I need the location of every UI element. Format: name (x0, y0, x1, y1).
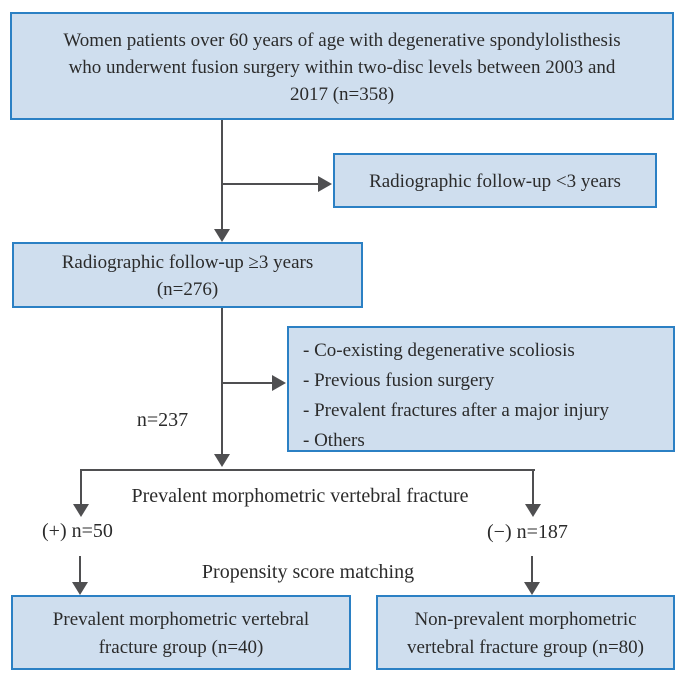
arrowhead-down-icon (214, 229, 230, 242)
arrow-line-to-excluded-followup (222, 183, 319, 185)
box-line: who underwent fusion surgery within two-… (68, 57, 616, 78)
split-branch-line (81, 469, 535, 471)
label-n237: n=237 (136, 409, 189, 431)
arrowhead-down-icon (525, 504, 541, 517)
arrow-line-to-exclusions (222, 382, 273, 384)
box-line: (n=276) (156, 279, 219, 300)
arrow-line-followup-to-split (221, 308, 223, 455)
box-exclusions: - Co-existing degenerative scoliosis - P… (287, 326, 675, 452)
arrowhead-down-icon (524, 582, 540, 595)
box-nonprevalent-group: Non-prevalent morphometric vertebral fra… (376, 595, 675, 670)
box-line: - Co-existing degenerative scoliosis (303, 340, 575, 361)
box-line: fracture group (n=40) (98, 637, 264, 658)
branch-left-line (80, 469, 82, 505)
box-study-population: Women patients over 60 years of age with… (10, 12, 674, 120)
label-minus-n187: (−) n=187 (487, 521, 568, 543)
box-followup-3years: Radiographic follow-up ≥3 years (n=276) (12, 242, 363, 308)
box-line: Women patients over 60 years of age with… (63, 30, 621, 51)
label-plus-n50: (+) n=50 (42, 520, 113, 542)
box-line: Radiographic follow-up <3 years (369, 171, 621, 192)
arrow-line-to-prevalent-group (79, 556, 81, 583)
box-line: Prevalent morphometric vertebral (52, 609, 310, 630)
arrowhead-right-icon (272, 375, 286, 391)
box-prevalent-group: Prevalent morphometric vertebral fractur… (11, 595, 351, 670)
box-line: - Others (303, 430, 365, 451)
box-line: - Prevalent fractures after a major inju… (303, 400, 609, 421)
label-fracture-split: Prevalent morphometric vertebral fractur… (131, 485, 469, 507)
box-line: 2017 (n=358) (289, 84, 395, 105)
arrow-line-population-to-followup (221, 120, 223, 230)
arrowhead-down-icon (214, 454, 230, 467)
label-propensity-matching: Propensity score matching (201, 561, 415, 583)
arrowhead-right-icon (318, 176, 332, 192)
arrow-line-to-nonprevalent-group (531, 556, 533, 583)
arrowhead-down-icon (73, 504, 89, 517)
arrowhead-down-icon (72, 582, 88, 595)
box-line: vertebral fracture group (n=80) (406, 637, 645, 658)
box-line: Radiographic follow-up ≥3 years (61, 252, 314, 273)
box-excluded-followup: Radiographic follow-up <3 years (333, 153, 657, 208)
box-line: Non-prevalent morphometric (414, 609, 637, 630)
box-line: - Previous fusion surgery (303, 370, 495, 391)
branch-right-line (532, 469, 534, 505)
